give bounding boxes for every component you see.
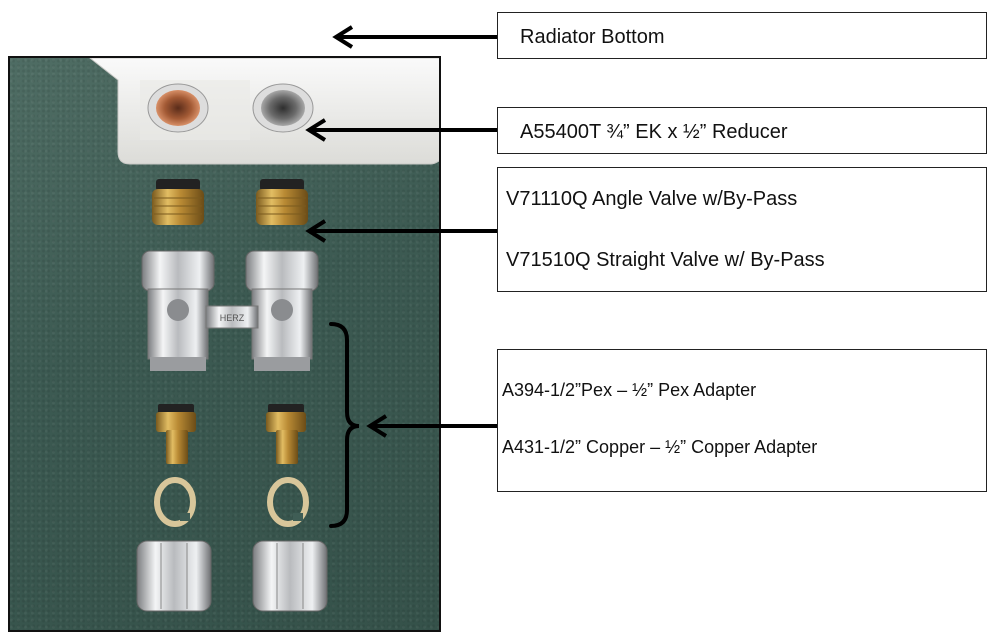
brass-adapter-right <box>266 404 306 464</box>
components-illustration: HERZ <box>89 58 439 612</box>
valve-logo: HERZ <box>220 313 245 323</box>
arrow-reducer <box>305 118 499 142</box>
pex-adapter-label: A394-1/2”Pex – ½” Pex Adapter <box>502 380 757 400</box>
arrow-radiator-bottom <box>332 25 498 49</box>
product-photo: HERZ <box>8 56 441 632</box>
arrow-adapters <box>366 414 498 438</box>
radiator-bottom-label: Radiator Bottom <box>520 26 665 48</box>
copper-adapter-label: A431-1/2” Copper – ½” Copper Adapter <box>502 437 818 457</box>
label-box-radiator-bottom: Radiator Bottom <box>497 12 987 59</box>
reducer-label: A55400T ¾” EK x ½” Reducer <box>520 121 788 143</box>
brass-reducer-left <box>152 179 204 225</box>
compression-nut-right <box>252 540 328 612</box>
clamp-ring-left <box>154 477 196 527</box>
valve-block: HERZ <box>141 250 319 371</box>
brass-adapter-left <box>156 404 196 464</box>
straight-valve-label: V71510Q Straight Valve w/ By-Pass <box>506 249 825 271</box>
angle-valve-label: V71110Q Angle Valve w/By-Pass <box>506 188 798 210</box>
brass-reducer-right <box>256 179 308 225</box>
label-box-adapters: A394-1/2”Pex – ½” Pex Adapter A431-1/2” … <box>497 349 987 492</box>
label-box-reducer: A55400T ¾” EK x ½” Reducer <box>497 107 987 154</box>
clamp-ring-right <box>267 477 309 527</box>
arrow-valve <box>305 219 499 243</box>
grouping-brace <box>329 322 360 528</box>
label-box-valves: V71110Q Angle Valve w/By-Pass V71510Q St… <box>497 167 987 292</box>
radiator-bottom <box>89 58 439 165</box>
compression-nut-left <box>136 540 212 612</box>
